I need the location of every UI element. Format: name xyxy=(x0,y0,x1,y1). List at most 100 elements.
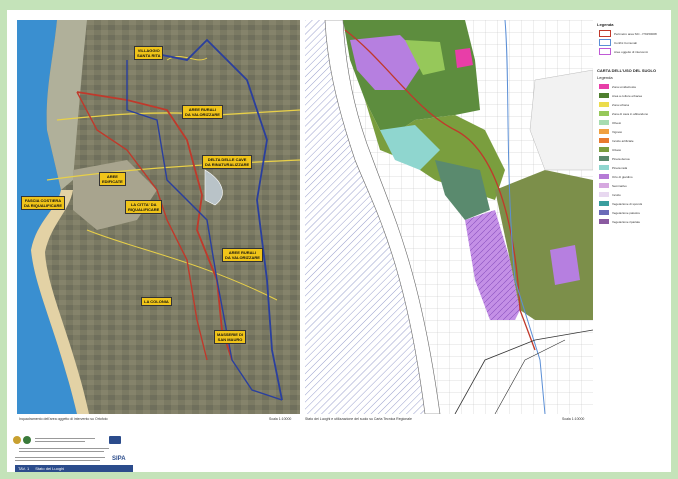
coastline xyxy=(324,20,441,414)
map-label: FASCIA COSTIERA DA RIQUALIFICARE xyxy=(21,196,66,210)
land-use-svg xyxy=(305,20,593,414)
land-use-east xyxy=(495,170,593,320)
map-label: MASSERIE DI SAN MAURO xyxy=(214,330,247,344)
land-use-item: Uliveto xyxy=(599,145,669,154)
land-use-item: Zona umida/costa xyxy=(599,82,669,91)
land-use-swatch xyxy=(599,210,609,215)
orthophoto-svg xyxy=(17,20,300,414)
land-use-item: Seminativo xyxy=(599,181,669,190)
land-use-label: Seminativo xyxy=(612,183,627,188)
land-use-label: Incolto artificiale xyxy=(612,138,634,143)
land-use-label: Vegetazione palustre xyxy=(612,210,641,215)
land-use-pine xyxy=(435,160,490,220)
land-use-item: Pineta rada xyxy=(599,163,669,172)
legend-item-label: Perimetro area SIC - IT9150008 xyxy=(614,31,657,36)
land-use-label: Oliveto xyxy=(612,120,622,125)
urban-north xyxy=(46,20,87,190)
map-label: AREE EDIFICATE xyxy=(99,172,126,186)
right-map-scale: Scala 1:10000 xyxy=(562,417,585,421)
land-use-swatch xyxy=(599,84,609,89)
land-use-swatch xyxy=(599,120,609,125)
land-use-label: Vegetazione ripariale xyxy=(612,219,641,224)
eu-flag-icon xyxy=(109,436,121,444)
land-use-swatch xyxy=(599,192,609,197)
beach-strip xyxy=(31,190,89,414)
sic-boundary xyxy=(76,91,233,361)
road-center xyxy=(46,159,300,181)
municipality-logo-icon xyxy=(13,436,21,444)
land-use-swatch xyxy=(599,183,609,188)
fields-east xyxy=(529,69,593,171)
land-use-label: Zona di cava in abbandono xyxy=(612,111,649,116)
land-use-item: Area a colture erbacee xyxy=(599,91,669,100)
legend-item: Confini Comunali xyxy=(599,38,669,47)
legend-item: Aree oggetto di intervento xyxy=(599,47,669,56)
land-use-label: Pineta densa xyxy=(612,156,630,161)
land-use-purple-north xyxy=(350,35,425,90)
legend-item-label: Aree oggetto di intervento xyxy=(614,49,649,54)
map-label: VILLAGGIO SANTA RITA xyxy=(134,46,164,60)
land-use-magenta xyxy=(455,48,473,68)
road-south xyxy=(86,229,278,301)
sea-hatched xyxy=(305,20,425,414)
municipal-boundary xyxy=(136,38,283,401)
land-use-item: Vegetazione ripariale xyxy=(599,217,669,226)
land-use-map xyxy=(305,20,593,414)
legend-item-label: Confini Comunali xyxy=(614,40,637,45)
land-use-item: Vegetazione di sponda xyxy=(599,199,669,208)
legend-item: Perimetro area SIC - IT9150008 xyxy=(599,29,669,38)
title-block: SIPA TAV. 1 Stato dei Luoghi xyxy=(9,434,137,472)
tav-title: Stato dei Luoghi xyxy=(35,466,65,471)
land-use-item: Zona di cava in abbandono xyxy=(599,109,669,118)
legend-swatch xyxy=(599,48,611,55)
land-use-swatch xyxy=(599,129,609,134)
land-use-swatch xyxy=(599,93,609,98)
title-block-line xyxy=(35,438,95,439)
land-use-label: Zona urbana xyxy=(612,102,630,107)
map-label: AREE RURALI DA VALORIZZARE xyxy=(222,248,263,262)
municipal-boundary xyxy=(504,20,546,414)
land-use-label: Vegetazione di sponda xyxy=(612,201,643,206)
land-use-swatch xyxy=(599,111,609,116)
region-logo-icon xyxy=(23,436,31,444)
left-map-scale: Scala 1:10000 xyxy=(269,417,292,421)
sipa-logo: SIPA xyxy=(112,456,126,462)
land-use-swatch xyxy=(599,138,609,143)
land-use-swatch xyxy=(599,219,609,224)
municipal-boundary-inner xyxy=(126,60,283,401)
land-use-item: Zona urbana xyxy=(599,100,669,109)
land-use-item: Incolto xyxy=(599,190,669,199)
title-block-line xyxy=(15,460,100,461)
land-use-label: Orto di giardino xyxy=(612,174,633,179)
title-block-line xyxy=(19,451,104,452)
map-label: LA CITTA' DA RIQUALIFICARE xyxy=(125,200,163,214)
map-sheet: VILLAGGIO SANTA RITA AREE RURALI DA VALO… xyxy=(7,10,671,472)
land-use-item: Vegetazione palustre xyxy=(599,208,669,217)
land-use-swatch xyxy=(599,165,609,170)
map-label: DELTA DELLE CAVE DA RINATURALIZZARE xyxy=(202,155,253,169)
land-use-purple-east xyxy=(550,245,580,285)
land-use-subtitle: Legenda xyxy=(597,75,613,80)
land-use-swatch xyxy=(599,174,609,179)
land-use-label: Area a colture erbacee xyxy=(612,93,643,98)
title-block-line xyxy=(19,448,109,449)
land-use-label: Pineta rada xyxy=(612,165,628,170)
land-use-item: Oliveto xyxy=(599,118,669,127)
land-use-item: Orto di giardino xyxy=(599,172,669,181)
land-use-swatch xyxy=(599,156,609,161)
quarry xyxy=(204,169,223,206)
land-use-label: Incolto xyxy=(612,192,621,197)
title-block-line xyxy=(15,457,105,458)
legend-swatch xyxy=(599,39,611,46)
legend-title: Legenda xyxy=(597,22,614,27)
map-legend: Legenda Perimetro area SIC - IT9150008 C… xyxy=(595,20,669,320)
tav-number: TAV. 1 xyxy=(18,466,30,471)
tav-bar: TAV. 1 Stato dei Luoghi xyxy=(15,465,133,472)
legend-swatch xyxy=(599,30,611,37)
land-use-swatch xyxy=(599,147,609,152)
land-use-teal xyxy=(380,125,440,170)
land-use-item: Vigneto xyxy=(599,127,669,136)
land-use-label: Vigneto xyxy=(612,129,623,134)
map-label: AREE RURALI DA VALORIZZARE xyxy=(182,105,223,119)
